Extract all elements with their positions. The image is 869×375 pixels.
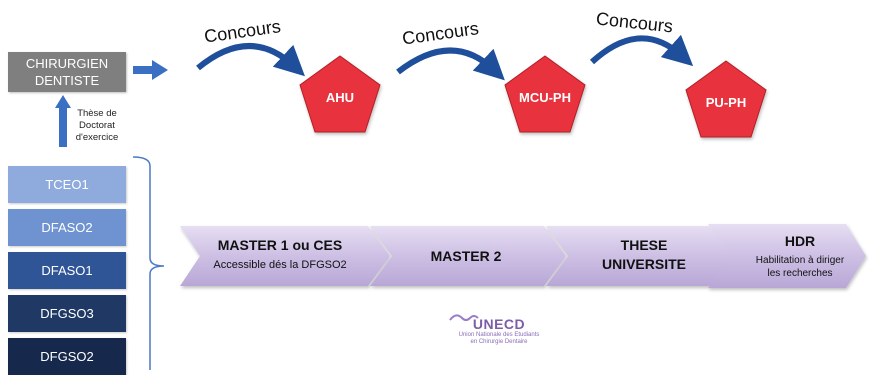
- these-exercice-label: Thèse de Doctorat d'exercice: [74, 108, 120, 144]
- year-label: DFASO1: [41, 263, 93, 278]
- concours-label: Concours: [595, 9, 674, 37]
- years-bracket: [132, 156, 165, 370]
- arrow-right-icon: [133, 60, 168, 80]
- concours-arc-2: [396, 47, 505, 81]
- year-box-dfgso2: DFGSO2: [8, 338, 126, 375]
- concours-arc-1: [196, 43, 305, 77]
- step-master1-sub: Accessible dés la DFGSO2: [213, 259, 346, 271]
- unecd-logo: UNECD Union Nationale des Etudiants en C…: [444, 316, 554, 346]
- year-label: TCEO1: [45, 177, 89, 192]
- step-hdr-sub-2: les recherches: [767, 268, 832, 279]
- grade-ahu: AHU: [326, 90, 354, 105]
- unecd-tagline-2: en Chirurgie Dentaire: [470, 339, 528, 345]
- chevron-these: [546, 226, 742, 286]
- pentagon-ahu: [299, 55, 381, 133]
- step-hdr-title: HDR: [785, 233, 815, 249]
- year-box-dfgso3: DFGSO3: [8, 295, 126, 332]
- grade-pu-ph: PU-PH: [706, 95, 746, 110]
- step-hdr-sub-1: Habilitation à diriger: [756, 255, 845, 266]
- pentagon-pu-ph: [685, 60, 767, 138]
- these-label-line-2: Doctorat: [79, 120, 115, 131]
- pentagon-mcu-ph: [504, 55, 586, 133]
- year-box-dfaso1: DFASO1: [8, 252, 126, 289]
- start-box-line-1: CHIRURGIEN: [25, 56, 109, 71]
- year-box-dfaso2: DFASO2: [8, 209, 126, 246]
- chevron-master1: [180, 226, 390, 286]
- concours-arc-3: [589, 34, 694, 67]
- concours-label: Concours: [401, 18, 480, 49]
- these-label-line-1: Thèse de: [77, 108, 117, 119]
- these-label-line-3: d'exercice: [75, 132, 119, 143]
- step-master1-title: MASTER 1 ou CES: [218, 237, 342, 253]
- year-box-tceo1: TCEO1: [8, 166, 126, 203]
- step-these-sub: UNIVERSITE: [602, 256, 686, 272]
- arrow-up-icon: [55, 95, 71, 147]
- year-label: DFGSO3: [40, 306, 94, 321]
- tooth-icon: [449, 314, 479, 321]
- concours-label: Concours: [203, 16, 282, 47]
- start-box-line-2: DENTISTE: [34, 73, 100, 88]
- year-label: DFASO2: [41, 220, 93, 235]
- year-label: DFGSO2: [40, 349, 94, 364]
- step-these-title: THESE: [621, 237, 668, 253]
- grade-mcu-ph: MCU-PH: [519, 90, 571, 105]
- chevron-hdr: [708, 224, 866, 288]
- unecd-tagline-1: Union Nationale des Etudiants: [458, 332, 540, 338]
- step-master2-title: MASTER 2: [431, 248, 502, 264]
- chevron-master2: [370, 226, 566, 286]
- chirurgien-dentiste-box: CHIRURGIEN DENTISTE: [8, 52, 126, 92]
- unecd-logo-name: UNECD: [472, 316, 526, 332]
